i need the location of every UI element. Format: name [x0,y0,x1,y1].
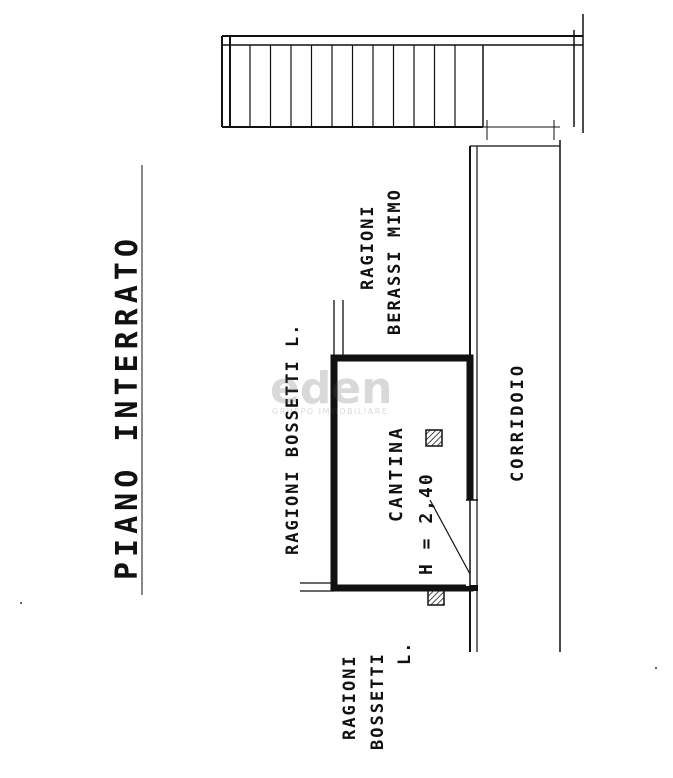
pillar-bottom [427,587,445,606]
neighbor-walls [300,300,344,592]
neighbor-label-bottom-3: L. [395,641,415,665]
watermark-tagline: GRUPPO IMMOBILIARE [272,407,388,416]
cantina-room [330,354,478,592]
neighbor-label-top-right-2: BERASSI MIMO [385,188,405,335]
watermark-brand: eden [270,363,393,414]
room-height: H = 2,40 [416,472,437,575]
pillar-center [425,429,443,447]
title-text: PIANO INTERRATO [110,234,145,580]
neighbor-label-top-left: RAGIONI BOSSETTI L. [283,323,303,555]
stair-treads [249,45,456,127]
neighbor-label-bottom-2: BOSSETTI [368,652,388,750]
speck [655,667,657,669]
room-name: CANTINA [386,425,407,522]
plan-title: PIANO INTERRATO [110,165,145,595]
corridor-label: CORRIDOIO [508,363,528,482]
neighbor-label-bottom-1: RAGIONI [340,654,360,740]
staircase [221,14,584,140]
neighbor-label-top-right-1: RAGIONI [358,204,378,290]
watermark-logo: eden GRUPPO IMMOBILIARE [270,363,393,416]
door-swing-arc [429,499,471,575]
speck [20,602,22,604]
